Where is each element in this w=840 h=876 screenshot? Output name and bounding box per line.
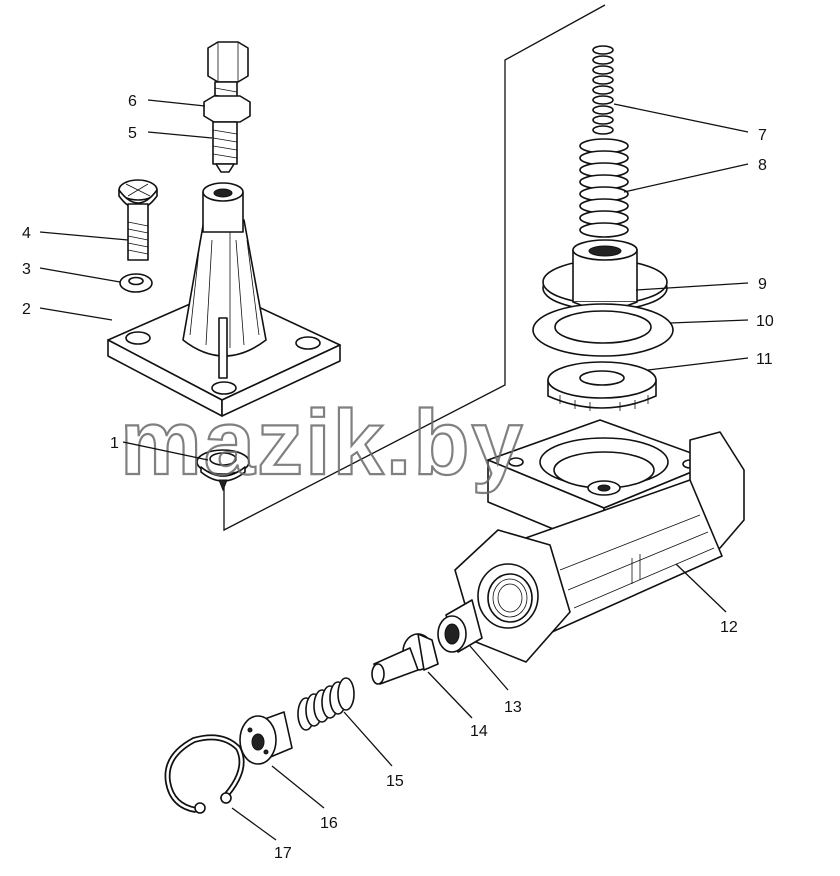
part-1-valve	[196, 449, 250, 492]
callout-13: 13	[504, 699, 522, 716]
assembly-axis-line	[223, 4, 606, 532]
callout-12: 12	[720, 619, 738, 636]
part-7-inner-spring	[592, 45, 614, 135]
part-16-spring-seat	[239, 711, 293, 765]
part-13-bushing	[437, 599, 483, 653]
part-2-flange-cover	[107, 182, 341, 417]
part-3-lock-washer	[119, 273, 153, 293]
leader-lines	[39, 99, 749, 841]
part-14-piston	[371, 633, 439, 685]
callout-numbers: 6 5 4 3 2 1 7 8 9 10 11 12 13 14 15 16 1…	[22, 93, 774, 862]
callout-4: 4	[22, 225, 31, 242]
callout-16: 16	[320, 815, 338, 832]
part-9-plunger	[542, 239, 668, 311]
callout-9: 9	[758, 276, 767, 293]
callout-3: 3	[22, 261, 31, 278]
part-8-outer-spring	[579, 138, 629, 238]
callout-1: 1	[110, 435, 119, 452]
watermark: mazik.by	[120, 392, 525, 494]
callout-8: 8	[758, 157, 767, 174]
part-10-gasket-ring	[532, 303, 674, 357]
callout-5: 5	[128, 125, 137, 142]
part-11-valve-seat	[547, 361, 657, 411]
callout-2: 2	[22, 301, 31, 318]
callout-11: 11	[756, 351, 773, 368]
callout-7: 7	[758, 127, 767, 144]
part-5-threaded-tube	[203, 95, 251, 173]
part-17-circlip	[164, 734, 245, 814]
callout-10: 10	[756, 313, 774, 330]
callout-6: 6	[128, 93, 137, 110]
part-12-valve-body	[454, 419, 745, 663]
part-4-screw	[118, 179, 158, 261]
callout-15: 15	[386, 773, 404, 790]
part-15-spring	[297, 677, 355, 731]
callout-17: 17	[274, 845, 292, 862]
callout-14: 14	[470, 723, 488, 740]
